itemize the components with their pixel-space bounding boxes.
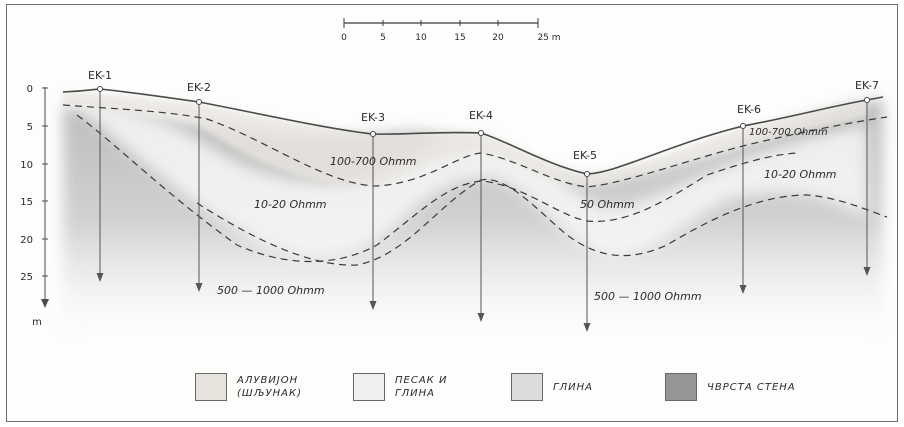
borehole-label: EK-2 (187, 81, 211, 94)
borehole-ek-5: EK-5 (573, 149, 597, 332)
legend-item-alluvium: АЛУВИЈОН (ШЉУНАК) (195, 373, 302, 401)
borehole-label: EK-6 (737, 103, 761, 116)
depth-axis-unit: m (32, 317, 42, 328)
borehole-ek-2: EK-2 (187, 81, 211, 292)
legend-swatch-alluvium (195, 373, 227, 401)
legend-label: АЛУВИЈОН (ШЉУНАК) (237, 375, 302, 399)
boundary-bedrock-top (196, 178, 888, 266)
borehole-ek-3: EK-3 (361, 111, 385, 310)
resistivity-label: 100-700 Ohmm (330, 155, 417, 168)
figure-frame: 0 5 10 15 20 25 m 0 5 10 15 20 25 m EK-1… (6, 4, 898, 422)
scale-tick-label: 20 (492, 33, 504, 43)
borehole-ek-4: EK-4 (469, 109, 493, 322)
depth-tick-label: 5 (27, 122, 33, 133)
resistivity-label: 100-700 Ohmm (749, 127, 828, 138)
legend-swatch-clay (511, 373, 543, 401)
legend-item-sand-clay: ПЕСАК И ГЛИНА (353, 373, 447, 401)
scale-tick-label: 5 (380, 33, 386, 43)
legend-label: ПЕСАК И ГЛИНА (395, 375, 448, 399)
scale-tick-label: 25 m (537, 33, 560, 43)
depth-tick-label: 25 (20, 272, 33, 283)
geoelectric-section: 0 5 10 15 20 25 m 0 5 10 15 20 25 m EK-1… (20, 18, 888, 332)
scale-tick-label: 15 (454, 33, 465, 43)
depth-tick-label: 10 (20, 160, 33, 171)
borehole-label: EK-1 (88, 69, 112, 82)
scale-tick-label: 0 (341, 33, 347, 43)
legend-item-clay: ГЛИНА (511, 373, 593, 401)
depth-tick-label: 0 (27, 84, 33, 95)
resistivity-label: 500 — 1000 Ohmm (594, 290, 702, 303)
resistivity-label: 500 — 1000 Ohmm (217, 284, 325, 297)
clay-layer (67, 101, 867, 256)
alluvium-layer (63, 91, 867, 187)
depth-axis: 0 5 10 15 20 25 m (20, 84, 49, 328)
legend-label: ГЛИНА (553, 381, 593, 393)
borehole-ek-6: EK-6 (737, 103, 761, 294)
legend-label: ЧВРСТА СТЕНА (707, 381, 796, 393)
depth-tick-label: 20 (20, 235, 33, 246)
borehole-ek-7: EK-7 (855, 79, 879, 276)
resistivity-label: 10-20 Ohmm (764, 168, 837, 181)
scale-bar: 0 5 10 15 20 25 m (341, 18, 561, 43)
borehole-label: EK-5 (573, 149, 597, 162)
borehole-label: EK-3 (361, 111, 385, 124)
resistivity-label: 10-20 Ohmm (254, 198, 327, 211)
resistivity-annotations: 100-700 Ohmm 100-700 Ohmm 10-20 Ohmm 10-… (217, 127, 837, 303)
scale-tick-label: 10 (415, 33, 427, 43)
borehole-ek-1: EK-1 (88, 69, 112, 282)
legend-swatch-hard-rock (665, 373, 697, 401)
legend-item-hard-rock: ЧВРСТА СТЕНА (665, 373, 796, 401)
legend-swatch-sand-clay (353, 373, 385, 401)
resistivity-label: 50 Ohmm (580, 198, 635, 211)
borehole-label: EK-7 (855, 79, 879, 92)
borehole-label: EK-4 (469, 109, 493, 122)
depth-tick-label: 15 (20, 197, 33, 208)
